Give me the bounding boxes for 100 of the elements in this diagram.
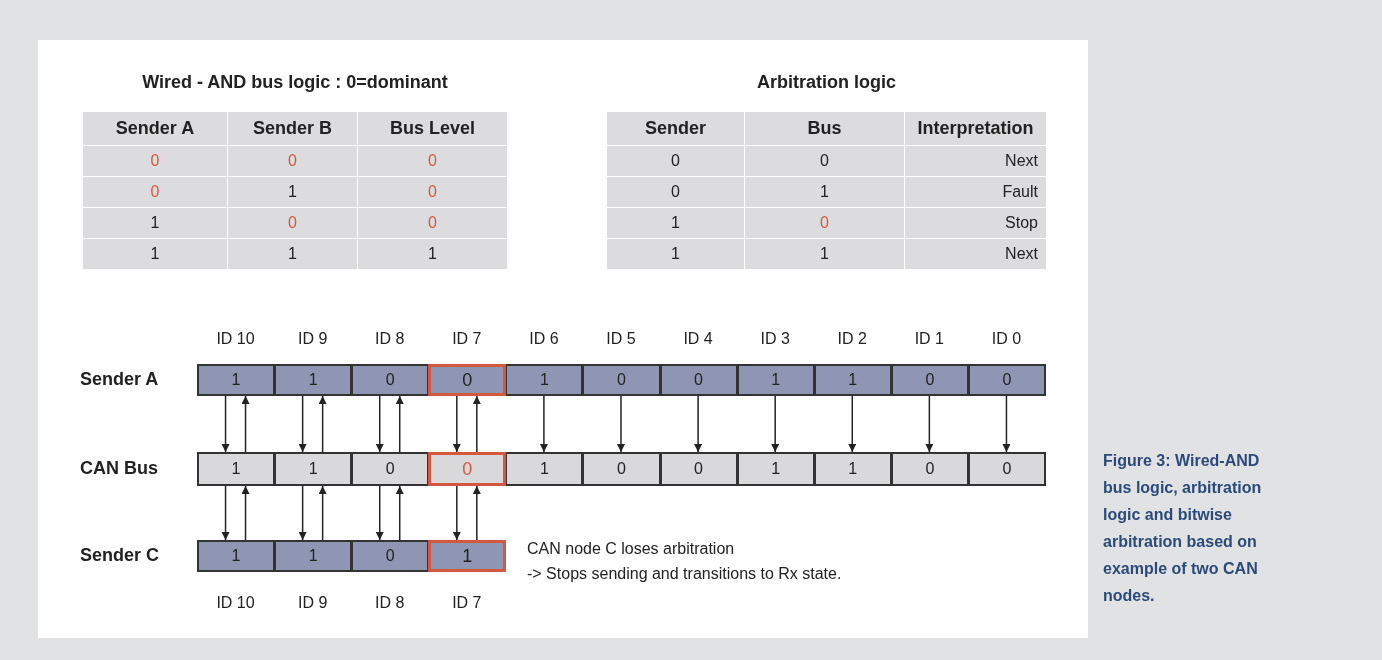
arrow — [617, 395, 625, 453]
bit-cell: 0 — [351, 452, 430, 486]
row-label: CAN Bus — [80, 458, 158, 479]
table-header-cell: Bus — [745, 112, 904, 145]
table-cell: 0 — [228, 208, 357, 238]
bit-id-label: ID 0 — [990, 330, 1023, 348]
bit-cell: 1 — [274, 364, 353, 396]
table-header-cell: Bus Level — [358, 112, 507, 145]
table-cell: 1 — [83, 208, 227, 238]
bit-cell: 0 — [659, 452, 738, 486]
table-cell: 1 — [228, 177, 357, 207]
bit-cell: 1 — [736, 364, 815, 396]
table-header-cell: Sender B — [228, 112, 357, 145]
bit-id-label: ID 10 — [215, 330, 256, 348]
bit-cell: 1 — [274, 452, 353, 486]
figure-caption: Figure 3: Wired-AND bus logic, arbitration logic and bitwise arbitration based on example of two CAN nodes. — [1103, 451, 1263, 606]
table-cell: Next — [905, 239, 1046, 269]
table-cell: 0 — [745, 208, 904, 238]
bit-id-label: ID 10 — [215, 594, 256, 612]
bit-id-label: ID 6 — [528, 330, 560, 348]
arrow — [318, 395, 327, 453]
table-cell: 0 — [607, 177, 744, 207]
table-title: Arbitration logic — [756, 72, 897, 93]
bit-id-label: ID 9 — [296, 330, 329, 348]
arrow — [925, 395, 934, 453]
bit-cell: 1 — [505, 452, 584, 486]
bit-cell: 0 — [351, 364, 430, 396]
bit-cell: 0 — [967, 364, 1046, 396]
bit-cell: 1 — [813, 452, 892, 486]
bit-id-label: ID 4 — [682, 330, 714, 348]
arrow — [694, 395, 703, 453]
arrow — [472, 485, 481, 541]
table-cell: 1 — [607, 208, 744, 238]
arrow — [241, 485, 250, 541]
bit-cell: 1 — [736, 452, 815, 486]
table-cell: 0 — [358, 177, 507, 207]
arrow — [221, 395, 230, 453]
table-cell: 0 — [83, 146, 227, 176]
table-cell: 1 — [228, 239, 357, 269]
arrow — [452, 485, 461, 541]
table-cell: 0 — [228, 146, 357, 176]
bit-cell: 0 — [428, 452, 507, 486]
bit-cell: 1 — [428, 540, 507, 572]
row-label: Sender A — [80, 369, 159, 390]
table-cell: 1 — [745, 177, 904, 207]
arrow — [452, 395, 461, 453]
arrow — [848, 395, 857, 453]
bit-cell: 0 — [428, 364, 507, 396]
bit-id-label: ID 7 — [451, 594, 483, 612]
table-cell: Next — [905, 146, 1046, 176]
table-title: Wired - AND bus logic : 0=dominant — [141, 72, 449, 93]
table-cell: 0 — [358, 208, 507, 238]
arrow — [241, 395, 250, 453]
arrow — [375, 485, 384, 541]
bit-id-label: ID 3 — [759, 330, 791, 348]
table-cell: 0 — [745, 146, 904, 176]
table-cell: 1 — [83, 239, 227, 269]
bit-id-label: ID 9 — [296, 594, 329, 612]
arrow — [395, 395, 404, 453]
table-cell: Fault — [905, 177, 1046, 207]
bit-id-label: ID 7 — [451, 330, 483, 348]
table-cell: 1 — [745, 239, 904, 269]
bit-cell: 1 — [813, 364, 892, 396]
bit-cell: 1 — [197, 540, 276, 572]
note-text: -> Stops sending and transitions to Rx state. — [527, 565, 842, 583]
bit-cell: 1 — [274, 540, 353, 572]
arrow — [298, 485, 307, 541]
table-header-cell: Sender — [607, 112, 744, 145]
arrow — [539, 395, 548, 453]
note-text: CAN node C loses arbitration — [527, 540, 735, 558]
bit-id-label: ID 5 — [605, 330, 637, 348]
bit-cell: 0 — [582, 364, 661, 396]
bit-cell: 0 — [582, 452, 661, 486]
table-cell: 0 — [358, 146, 507, 176]
bit-cell: 1 — [197, 452, 276, 486]
arrow — [771, 395, 780, 453]
bit-cell: 0 — [659, 364, 738, 396]
bit-cell: 0 — [890, 364, 969, 396]
bit-id-label: ID 1 — [913, 330, 945, 348]
arrow — [318, 485, 327, 541]
bit-cell: 1 — [197, 364, 276, 396]
bit-id-label: ID 2 — [836, 330, 868, 348]
table-cell: 1 — [607, 239, 744, 269]
bit-id-label: ID 8 — [374, 594, 406, 612]
bit-id-label: ID 8 — [374, 330, 406, 348]
bit-cell: 0 — [890, 452, 969, 486]
table-cell: 1 — [358, 239, 507, 269]
table-header-cell: Sender A — [83, 112, 227, 145]
bit-cell: 1 — [505, 364, 584, 396]
arrow — [298, 395, 307, 453]
arrow — [375, 395, 384, 453]
bit-cell: 0 — [351, 540, 430, 572]
arrow — [221, 485, 230, 541]
arrow — [395, 485, 404, 541]
table-cell: 0 — [83, 177, 227, 207]
arrow — [1002, 395, 1011, 453]
table-header-cell: Interpretation — [905, 112, 1046, 145]
arrow — [472, 395, 481, 453]
row-label: Sender C — [80, 545, 160, 566]
table-cell: 0 — [607, 146, 744, 176]
